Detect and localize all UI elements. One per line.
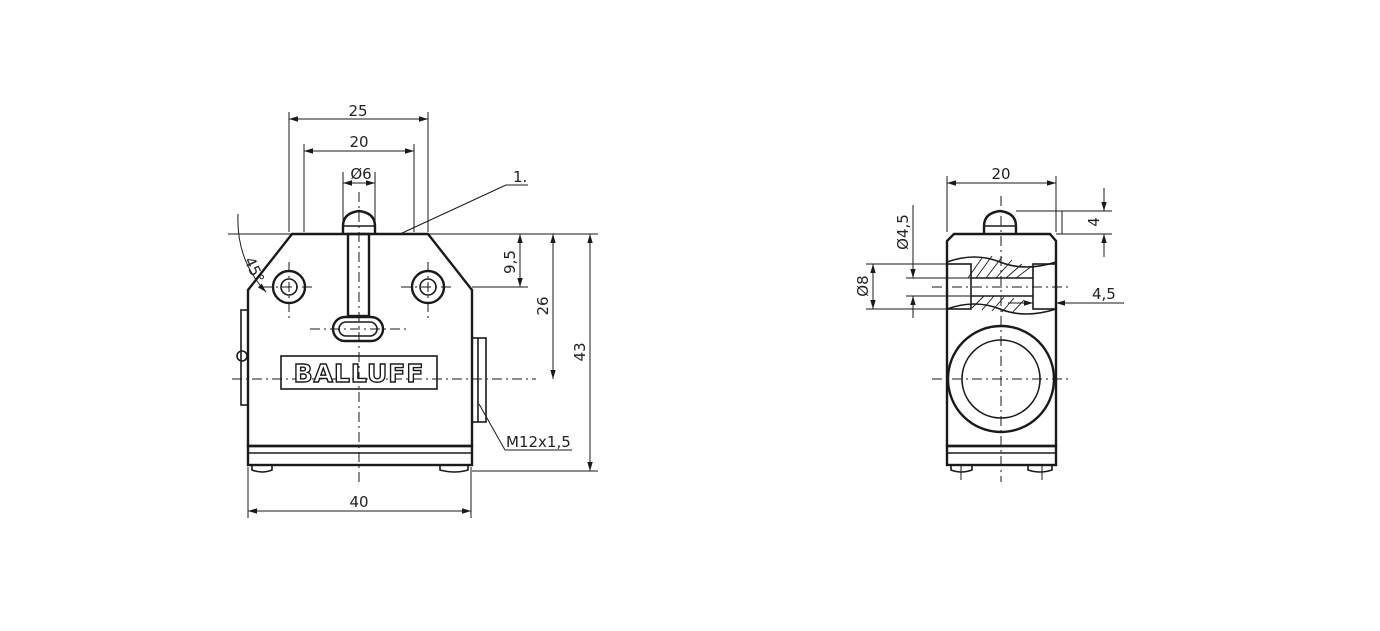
thread-label: M12x1,5 [506,433,571,451]
side-dim-4: 4 [1085,217,1103,227]
plunger [341,209,377,234]
connector-m12 [471,337,487,423]
foot-right [439,465,469,473]
balluff-logo: BALLUFF [280,355,438,390]
side-dim-4-5: 4,5 [1092,285,1116,303]
dim-20: 20 [349,133,368,151]
foot-left [251,465,273,473]
dim-43: 43 [571,342,589,361]
dim-diameter-6: Ø6 [350,165,371,183]
dim-9-5: 9,5 [501,250,519,274]
base-plate [246,444,474,467]
front-view: BALLUFF 25 20 Ø6 1. 45° 9,5 26 [228,102,598,518]
dim-26: 26 [534,296,552,315]
dim-40: 40 [349,493,368,511]
side-plunger [982,209,1018,234]
side-dim-diameter-4-5: Ø4,5 [894,214,912,250]
side-view: 20 4 Ø4,5 Ø8 4,5 [854,165,1124,482]
dim-25: 25 [348,102,367,120]
dim-angle-45: 45° [240,254,268,286]
side-dim-20: 20 [991,165,1010,183]
side-section-hatch [946,255,1057,315]
side-dim-diameter-8: Ø8 [854,275,872,296]
callout-1: 1. [513,168,527,186]
svg-text:BALLUFF: BALLUFF [294,359,425,388]
